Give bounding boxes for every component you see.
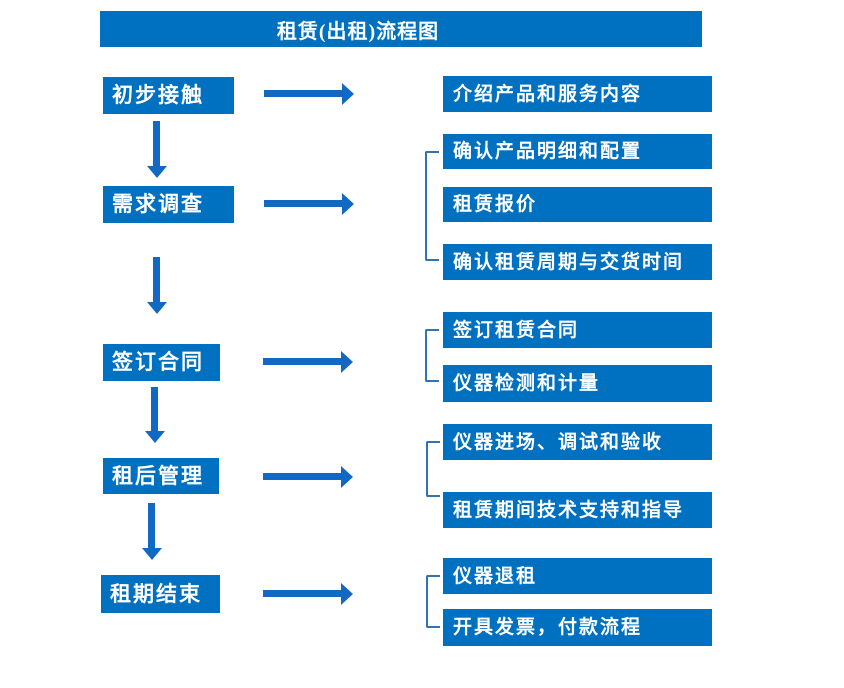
output-box-confirm-details: 确认产品明细和配置	[443, 134, 712, 169]
arrow-down-icon	[145, 387, 165, 443]
arrow-head	[341, 466, 353, 488]
arrow-right-icon	[263, 351, 353, 373]
flowchart-title-bar: 租赁(出租)流程图	[100, 11, 702, 47]
stage-box-sign-contract: 签订合同	[103, 344, 220, 381]
output-label: 开具发票，付款流程	[453, 617, 643, 638]
output-label: 仪器检测和计量	[453, 373, 601, 394]
arrow-head	[147, 166, 167, 178]
flowchart-title: 租赁(出租)流程图	[276, 20, 440, 43]
group-bracket	[425, 329, 439, 382]
output-label: 租赁期间技术支持和指导	[453, 499, 685, 521]
output-label: 确认租赁周期与交货时间	[453, 251, 685, 273]
output-box-sign-rental-contract: 签订租赁合同	[443, 312, 712, 348]
arrow-down-icon	[147, 257, 167, 314]
output-box-instrument-testing: 仪器检测和计量	[443, 365, 712, 402]
output-box-confirm-period: 确认租赁周期与交货时间	[443, 244, 712, 280]
output-box-introduce-products: 介绍产品和服务内容	[443, 76, 712, 112]
output-label: 仪器进场、调试和验收	[453, 431, 664, 453]
arrow-right-icon	[263, 583, 353, 605]
arrow-shaft	[264, 200, 343, 207]
arrow-head	[341, 583, 353, 605]
stage-label: 签订合同	[112, 350, 204, 374]
group-bracket	[426, 575, 440, 628]
stage-label: 需求调查	[112, 192, 204, 216]
stage-box-post-rental-mgmt: 租后管理	[103, 458, 219, 494]
arrow-shaft	[148, 503, 155, 549]
arrow-shaft	[264, 90, 343, 97]
stage-label: 租期结束	[110, 581, 202, 606]
arrow-head	[142, 548, 162, 560]
arrow-shaft	[263, 358, 342, 365]
arrow-shaft	[263, 473, 342, 480]
stage-box-rental-end: 租期结束	[101, 575, 220, 613]
arrow-right-icon	[263, 466, 353, 488]
stage-label: 初步接触	[112, 83, 204, 107]
output-box-instrument-setup: 仪器进场、调试和验收	[443, 424, 712, 460]
output-label: 签订租赁合同	[453, 319, 580, 341]
output-label: 介绍产品和服务内容	[453, 83, 643, 105]
group-bracket	[425, 151, 439, 261]
stage-label: 租后管理	[112, 463, 204, 488]
group-bracket	[426, 441, 440, 497]
arrow-right-icon	[264, 83, 354, 105]
arrow-shaft	[153, 121, 160, 167]
arrow-shaft	[153, 257, 160, 303]
arrow-head	[145, 431, 165, 443]
arrow-head	[342, 83, 354, 105]
output-label: 租赁报价	[453, 194, 538, 215]
output-box-rental-quote: 租赁报价	[443, 187, 712, 222]
output-label: 确认产品明细和配置	[453, 141, 643, 162]
arrow-right-icon	[264, 193, 354, 215]
output-label: 仪器退租	[453, 565, 538, 587]
arrow-shaft	[151, 387, 158, 432]
arrow-head	[147, 302, 167, 314]
arrow-down-icon	[142, 503, 162, 560]
stage-box-initial-contact: 初步接触	[103, 77, 234, 114]
arrow-head	[341, 351, 353, 373]
output-box-tech-support: 租赁期间技术支持和指导	[443, 492, 712, 528]
stage-box-demand-survey: 需求调查	[103, 186, 234, 223]
arrow-down-icon	[147, 121, 167, 178]
arrow-head	[342, 193, 354, 215]
arrow-shaft	[263, 590, 342, 597]
output-box-instrument-return: 仪器退租	[443, 558, 712, 594]
output-box-invoice-payment: 开具发票，付款流程	[443, 609, 712, 646]
